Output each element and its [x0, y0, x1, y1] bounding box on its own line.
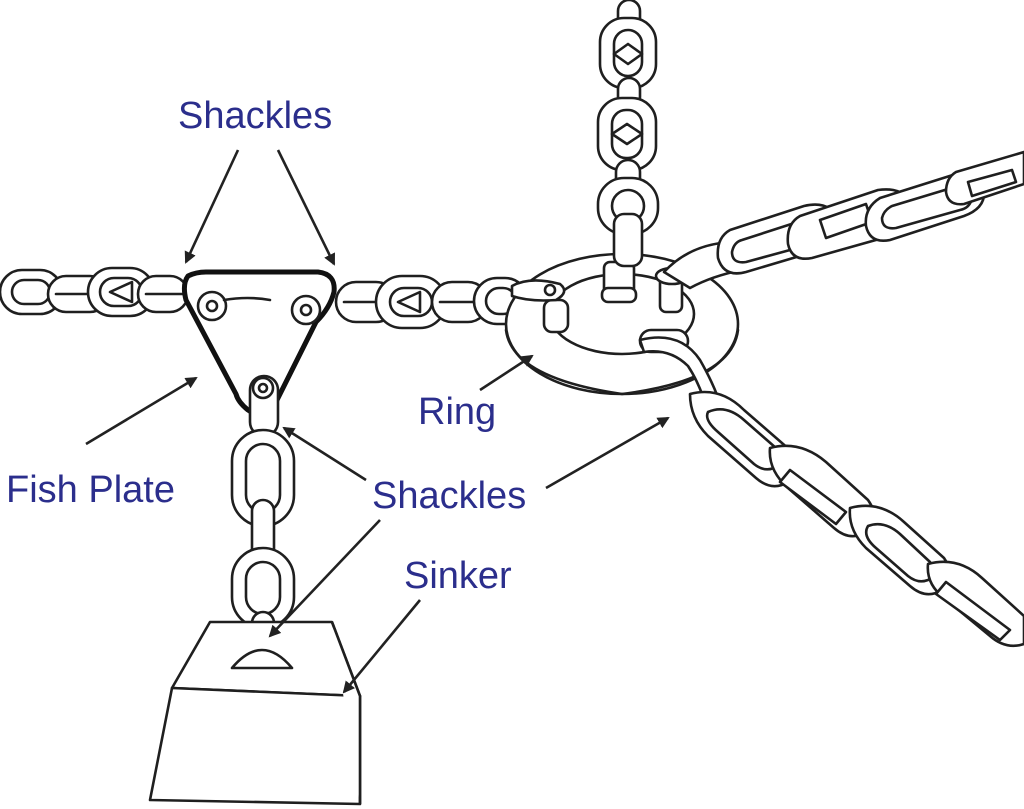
arrow-shackles-mid-left — [282, 426, 367, 482]
sinker-block — [148, 620, 362, 806]
ring — [504, 252, 740, 414]
arrow-shackles-right — [276, 149, 336, 266]
upper-chain — [596, 0, 660, 268]
right-upper-chain — [662, 150, 1024, 290]
arrow-fish-plate — [85, 376, 198, 446]
arrow-shackles-sinker — [268, 519, 381, 638]
label-ring: Ring — [418, 391, 496, 433]
arrow-ring — [479, 354, 534, 392]
right-lower-chain — [688, 390, 1024, 648]
arrow-shackles-mid-right — [545, 416, 670, 490]
label-shackles-mid: Shackles — [372, 475, 526, 517]
label-shackles-top: Shackles — [178, 95, 332, 137]
arrow-shackles-left — [184, 149, 240, 264]
label-fish-plate: Fish Plate — [6, 469, 175, 511]
label-sinker: Sinker — [404, 555, 512, 597]
arrows — [85, 149, 670, 694]
fish-plate — [181, 269, 337, 417]
middle-chain — [334, 274, 530, 330]
arrow-sinker — [342, 599, 422, 694]
left-chain — [0, 266, 190, 318]
